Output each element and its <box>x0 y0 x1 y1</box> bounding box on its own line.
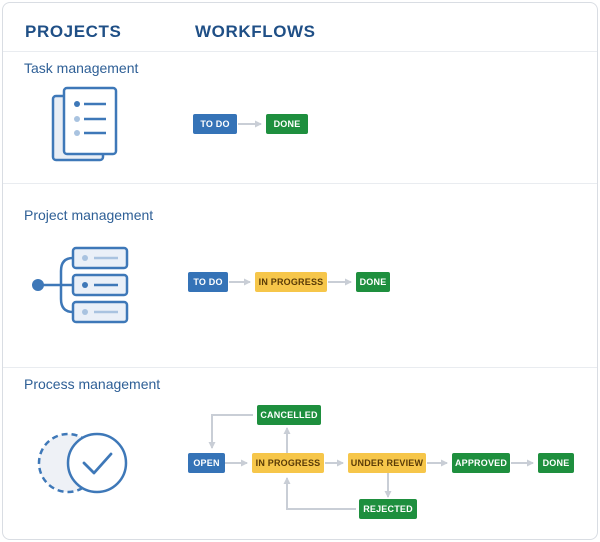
document-list-icon <box>51 86 118 162</box>
workflows-header: WORKFLOWS <box>195 22 316 41</box>
section-divider-2 <box>3 367 597 368</box>
status-under-review: UNDER REVIEW <box>348 453 426 473</box>
status-done: DONE <box>538 453 574 473</box>
status-approved: APPROVED <box>452 453 510 473</box>
status-open: OPEN <box>188 453 225 473</box>
process-management-title: Process management <box>24 376 161 392</box>
server-tree-icon <box>32 246 129 324</box>
status-to-do: TO DO <box>193 114 237 134</box>
status-in-progress: IN PROGRESS <box>252 453 324 473</box>
status-rejected: REJECTED <box>359 499 417 519</box>
status-to-do: TO DO <box>188 272 228 292</box>
process-workflow-arrows <box>208 414 534 510</box>
projects-header: PROJECTS <box>25 22 122 41</box>
status-done: DONE <box>266 114 308 134</box>
status-done: DONE <box>356 272 390 292</box>
check-circle-icon <box>37 432 128 494</box>
status-cancelled: CANCELLED <box>257 405 321 425</box>
project-management-title: Project management <box>24 207 154 223</box>
header-divider <box>3 51 597 52</box>
status-in-progress: IN PROGRESS <box>255 272 327 292</box>
diagram-graphics <box>32 86 534 510</box>
section-divider-1 <box>3 183 597 184</box>
task-management-title: Task management <box>24 60 139 76</box>
